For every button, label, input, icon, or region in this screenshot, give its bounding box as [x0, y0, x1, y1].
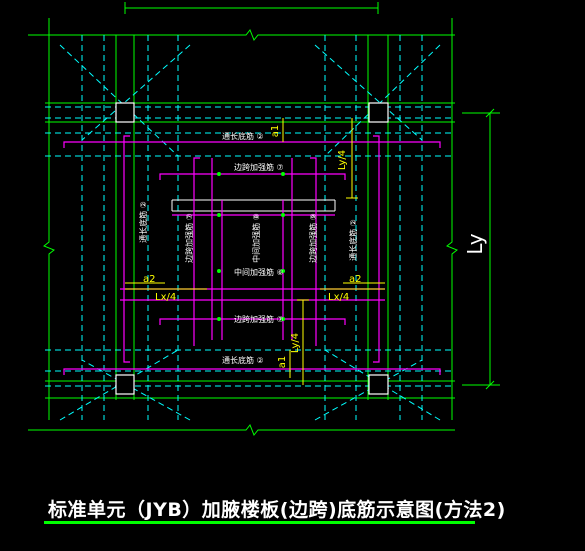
diagram-title: 标准单元（JYB）加腋楼板(边跨)底筋示意图(方法2)	[48, 499, 506, 521]
label-a1-bottom: a1	[277, 356, 288, 369]
label-ly4-bottom: Ly/4	[290, 333, 301, 353]
column-bottom-right	[368, 374, 389, 395]
label-a2-right: a2	[349, 274, 362, 285]
label-bar-bottom-full: 通长底筋 ②	[222, 355, 264, 365]
label-lx4-right: Lx/4	[328, 292, 349, 303]
label-lx4-left: Lx/4	[155, 292, 176, 303]
rebar-right-full	[373, 135, 380, 363]
grid-lines	[28, 2, 500, 436]
inner-frame	[171, 199, 336, 212]
label-bar-bottom-haunch: 边跨加强筋 ⑦	[234, 314, 284, 324]
label-bar-middle: 中间加强筋 ⑥	[234, 267, 284, 277]
label-bar-left-full: 通长底筋 ②	[138, 201, 148, 243]
column-top-right	[368, 102, 389, 123]
rebar-bottom-haunch	[159, 318, 346, 325]
rebar-top-haunch	[159, 173, 346, 180]
rebar-dots	[217, 172, 285, 321]
rebar-right-haunch	[310, 157, 317, 346]
label-bar-right-full: 通长底筋 ②	[348, 219, 358, 261]
label-bar-top-haunch: 边跨加强筋 ⑦	[234, 162, 284, 172]
label-ly4-top: Ly/4	[337, 150, 348, 170]
rebar-top-full	[63, 141, 441, 148]
columns	[115, 102, 389, 395]
rebar-left-haunch	[193, 157, 200, 346]
label-bar-center-left: 中间加强筋 ⑧	[251, 213, 261, 263]
label-bar-center-right: 边跨加强筋 ⑨	[308, 213, 318, 263]
label-bar-top-full: 通长底筋 ②	[222, 131, 264, 141]
dimension-lines	[125, 118, 385, 385]
label-ly: Ly	[463, 233, 487, 254]
rebar-left-full	[123, 135, 130, 363]
column-bottom-left	[115, 374, 135, 395]
label-bar-left-haunch: 边跨加强筋 ⑦	[184, 213, 194, 263]
label-a2-left: a2	[143, 274, 156, 285]
column-top-left	[115, 102, 135, 123]
label-a1-top: a1	[270, 125, 281, 138]
title-underline	[44, 521, 475, 524]
rebar-bottom-full	[63, 368, 441, 375]
